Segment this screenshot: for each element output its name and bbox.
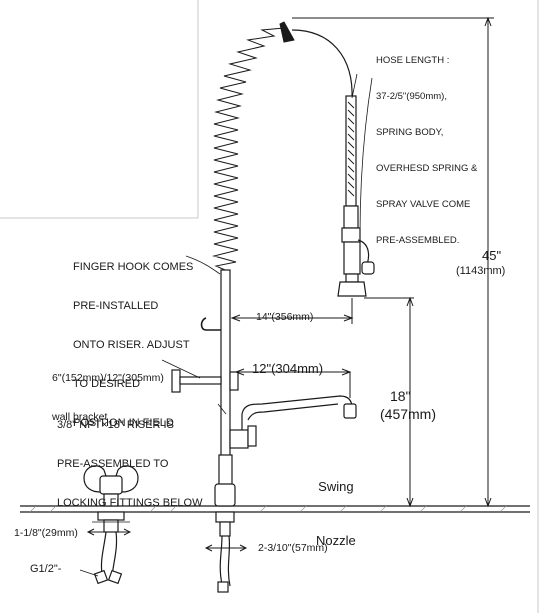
hose-length-note: HOSE LENGTH : 37-2/5"(950mm), SPRING BOD…: [376, 31, 477, 271]
hose-note-line: 37-2/5"(950mm),: [376, 91, 447, 102]
overhead-spring: [212, 21, 295, 271]
wall-bracket: [171, 369, 239, 393]
dim-nozzle-height: [364, 296, 414, 508]
nozzle-length-label: 12"(304mm): [252, 361, 324, 376]
leader-lines: [79, 73, 373, 577]
overall-height-label: 45": [482, 248, 502, 263]
dim-overall-height: [292, 16, 494, 508]
spray-hose: [291, 29, 353, 101]
nozzle-height-label: 18": [390, 388, 411, 404]
swing-nozzle-label: Swing Nozzle: [316, 442, 356, 586]
overall-height-mm-label: (1143mm): [456, 265, 506, 277]
hose-note-line: PRE-ASSEMBLED.: [376, 235, 460, 246]
dim-nozzle-length: [234, 368, 352, 398]
hose-note-line: HOSE LENGTH :: [376, 55, 450, 66]
spray-reach-label: 14"(356mm): [256, 311, 314, 323]
center-spacing-label: 2-3/10"(57mm): [258, 542, 328, 554]
inlet-thread-label: G1/2"-: [30, 563, 62, 575]
riser-note: 3/8" NPT×18" RISER IS PRE-ASSEMBLED TO L…: [57, 393, 202, 536]
hose-note-line: SPRAY VALVE COME: [376, 199, 471, 210]
dim-center-spacing: [204, 544, 248, 552]
hose-note-line: OVERHESD SPRING &: [376, 163, 478, 174]
finger-hook-note-line: FINGER HOOK COMES: [73, 261, 194, 273]
swing-nozzle-label-line: Nozzle: [316, 533, 356, 548]
pre-rinse-riser: [214, 269, 236, 593]
riser-note-line: 3/8" NPT×18" RISER IS: [57, 419, 174, 431]
riser-note-line: LOCKING FITTINGS BELOW: [57, 497, 203, 509]
faucet-end-view: [83, 465, 139, 585]
dim-supply-shank: [86, 528, 132, 536]
finger-hook-note-line: TO DESIRED: [73, 378, 141, 390]
spray-valve: [337, 95, 375, 297]
supply-shank-label: 1-1/8"(29mm): [14, 527, 78, 539]
finger-hook-note: FINGER HOOK COMES PRE-INSTALLED ONTO RIS…: [73, 235, 193, 456]
hose-note-line: SPRING BODY,: [376, 127, 444, 138]
riser-note-line: PRE-ASSEMBLED TO: [57, 458, 169, 470]
wall-bracket-note-line: wall bracket: [52, 411, 108, 423]
wall-bracket-note-line: 6"(152mm)/12"(305mm): [52, 372, 164, 384]
finger-hook: [200, 317, 221, 331]
wall-bracket-note: 6"(152mm)/12"(305mm) wall bracket: [52, 346, 164, 450]
nozzle-height-mm-label: (457mm): [380, 406, 437, 422]
finger-hook-note-line: POSITION IN FIELD: [73, 417, 174, 429]
swing-nozzle-assembly: [229, 395, 357, 449]
finger-hook-note-line: ONTO RISER. ADJUST: [73, 339, 190, 351]
finger-hook-note-line: PRE-INSTALLED: [73, 300, 159, 312]
dim-spray-reach: [230, 298, 354, 324]
swing-nozzle-label-line: Swing: [318, 479, 354, 494]
